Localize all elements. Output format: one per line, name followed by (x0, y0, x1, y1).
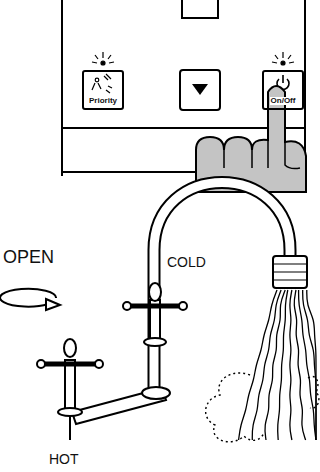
cold-handle (123, 283, 187, 346)
display-window (182, 0, 218, 18)
down-arrow-icon (192, 84, 208, 95)
hand (196, 86, 306, 192)
water-stream (239, 290, 316, 440)
priority-icon (92, 74, 112, 93)
handle-top (64, 339, 76, 357)
spout-inner (154, 183, 290, 393)
water-line (278, 290, 288, 440)
water-line (303, 290, 316, 440)
lamp (281, 61, 285, 65)
open-arrow (0, 289, 60, 310)
hot-handle (37, 339, 103, 440)
handle-stem (65, 360, 75, 412)
handle-bar (128, 304, 182, 309)
button-label: On/Off (270, 97, 297, 105)
water-line (307, 290, 316, 440)
icon-part (282, 75, 284, 83)
action-label: OPEN (2, 248, 55, 268)
steam-cloud (206, 373, 319, 442)
handle-knob (37, 360, 45, 368)
nozzle (273, 256, 307, 288)
handle-knob (123, 302, 131, 310)
button-label: Priority (88, 97, 118, 105)
water-line (299, 290, 316, 440)
panel-edge (61, 0, 63, 176)
finger-line (224, 140, 300, 169)
steam (308, 377, 319, 409)
spout (154, 183, 290, 393)
tap-label: COLD (166, 255, 207, 270)
icon-part (95, 78, 99, 82)
down-button (180, 70, 220, 110)
handle-collar (58, 408, 82, 416)
steam (206, 373, 264, 442)
handle-pipe (69, 416, 71, 440)
handle-collar (144, 338, 166, 346)
lamp (101, 61, 105, 65)
handle-knob (95, 360, 103, 368)
nozzle-band (273, 264, 307, 280)
handle-bar (42, 362, 98, 367)
panel-button: Priority (82, 70, 124, 110)
handle-top (149, 283, 161, 301)
control-panel (62, 0, 305, 176)
handle-knob (179, 302, 187, 310)
water-line (290, 290, 292, 440)
spout-base (142, 387, 170, 399)
tap-label: HOT (48, 452, 80, 467)
icon-part (104, 74, 112, 93)
hand-fist (196, 86, 306, 192)
arrow-head (46, 299, 60, 310)
panel-button: On/Off (262, 70, 304, 110)
icon-part (92, 83, 101, 90)
light-rays (92, 52, 294, 65)
water-line (239, 290, 277, 440)
